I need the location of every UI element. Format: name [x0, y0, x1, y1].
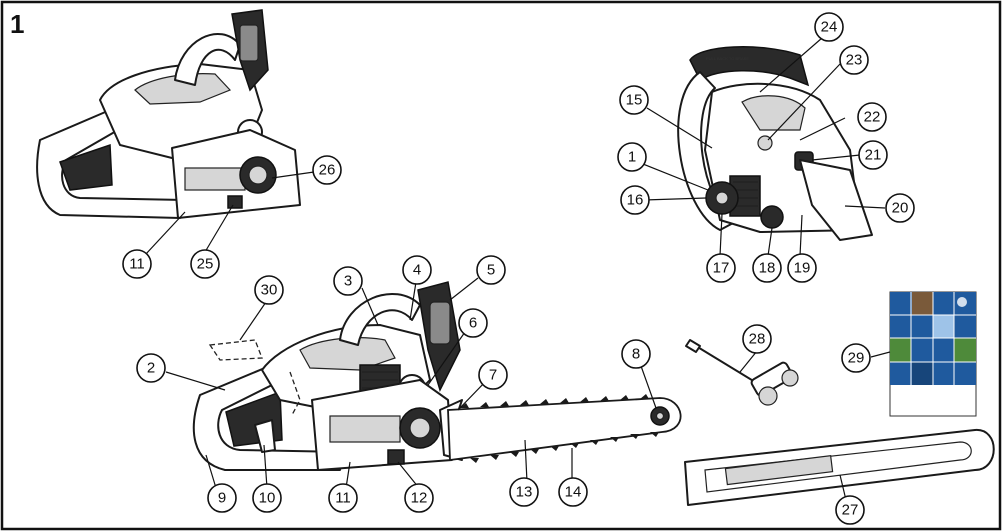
brake-guard-text: PULL BACK TO BRAKE [706, 56, 749, 61]
svg-text:21: 21 [865, 147, 882, 164]
callout-10: 10 [252, 483, 282, 513]
callout-5: 5 [476, 255, 506, 285]
callout-19: 19 [787, 253, 817, 283]
callout-17: 17 [706, 253, 736, 283]
chainsaw-side-view-top [36, 9, 301, 219]
svg-text:17: 17 [713, 260, 730, 277]
svg-text:28: 28 [749, 331, 766, 348]
callout-21: 21 [858, 140, 888, 170]
callout-22: 22 [857, 102, 887, 132]
svg-text:12: 12 [411, 490, 428, 507]
svg-text:1: 1 [628, 149, 636, 166]
svg-text:11: 11 [129, 256, 145, 273]
callout-8: 8 [621, 339, 651, 369]
callout-18: 18 [752, 253, 782, 283]
callout-11-main: 11 [328, 483, 358, 513]
svg-text:13: 13 [516, 484, 533, 501]
svg-text:24: 24 [821, 19, 838, 36]
callout-15: 15 [619, 85, 649, 115]
callout-14: 14 [558, 477, 588, 507]
callout-20: 20 [885, 193, 915, 223]
svg-text:19: 19 [794, 260, 811, 277]
callout-30: 30 [254, 275, 284, 305]
svg-text:14: 14 [565, 484, 582, 501]
svg-text:10: 10 [259, 490, 276, 507]
callout-11-top: 11 [122, 249, 152, 279]
svg-text:27: 27 [842, 502, 859, 519]
svg-text:7: 7 [489, 367, 497, 384]
callout-12: 12 [404, 483, 434, 513]
svg-text:26: 26 [319, 162, 336, 179]
callout-13: 13 [509, 477, 539, 507]
figure-number: 1 [10, 9, 24, 39]
svg-text:8: 8 [632, 346, 640, 363]
leader-lines [144, 37, 891, 501]
svg-text:18: 18 [759, 260, 776, 277]
callout-27: 27 [835, 495, 865, 525]
svg-text:29: 29 [848, 350, 865, 367]
chainsaw-side-view-main [192, 281, 682, 471]
svg-text:5: 5 [487, 262, 495, 279]
callout-1: 1 [617, 142, 647, 172]
svg-text:2: 2 [147, 360, 155, 377]
svg-text:3: 3 [344, 273, 352, 290]
svg-text:22: 22 [864, 109, 881, 126]
callout-26: 26 [312, 155, 342, 185]
svg-text:15: 15 [626, 92, 643, 109]
callout-9: 9 [207, 483, 237, 513]
callout-16: 16 [620, 185, 650, 215]
operators-manual [889, 291, 977, 417]
callout-23: 23 [839, 45, 869, 75]
callout-28: 28 [742, 324, 772, 354]
svg-text:20: 20 [892, 200, 909, 217]
svg-text:9: 9 [218, 490, 226, 507]
svg-text:30: 30 [261, 282, 278, 299]
svg-text:23: 23 [846, 52, 863, 69]
callout-25: 25 [190, 249, 220, 279]
callout-2: 2 [136, 353, 166, 383]
svg-text:4: 4 [413, 262, 421, 279]
svg-text:11: 11 [335, 490, 351, 507]
callout-29: 29 [841, 343, 871, 373]
svg-text:6: 6 [469, 315, 477, 332]
callout-3: 3 [333, 266, 363, 296]
chainsaw-front-view: PULL BACK TO BRAKE [677, 46, 873, 241]
callout-7: 7 [478, 360, 508, 390]
callout-4: 4 [402, 255, 432, 285]
callout-24: 24 [814, 12, 844, 42]
svg-text:16: 16 [627, 192, 644, 209]
combination-spanner [685, 339, 799, 406]
callout-6: 6 [458, 308, 488, 338]
bar-guard [684, 428, 995, 506]
svg-text:25: 25 [197, 256, 214, 273]
